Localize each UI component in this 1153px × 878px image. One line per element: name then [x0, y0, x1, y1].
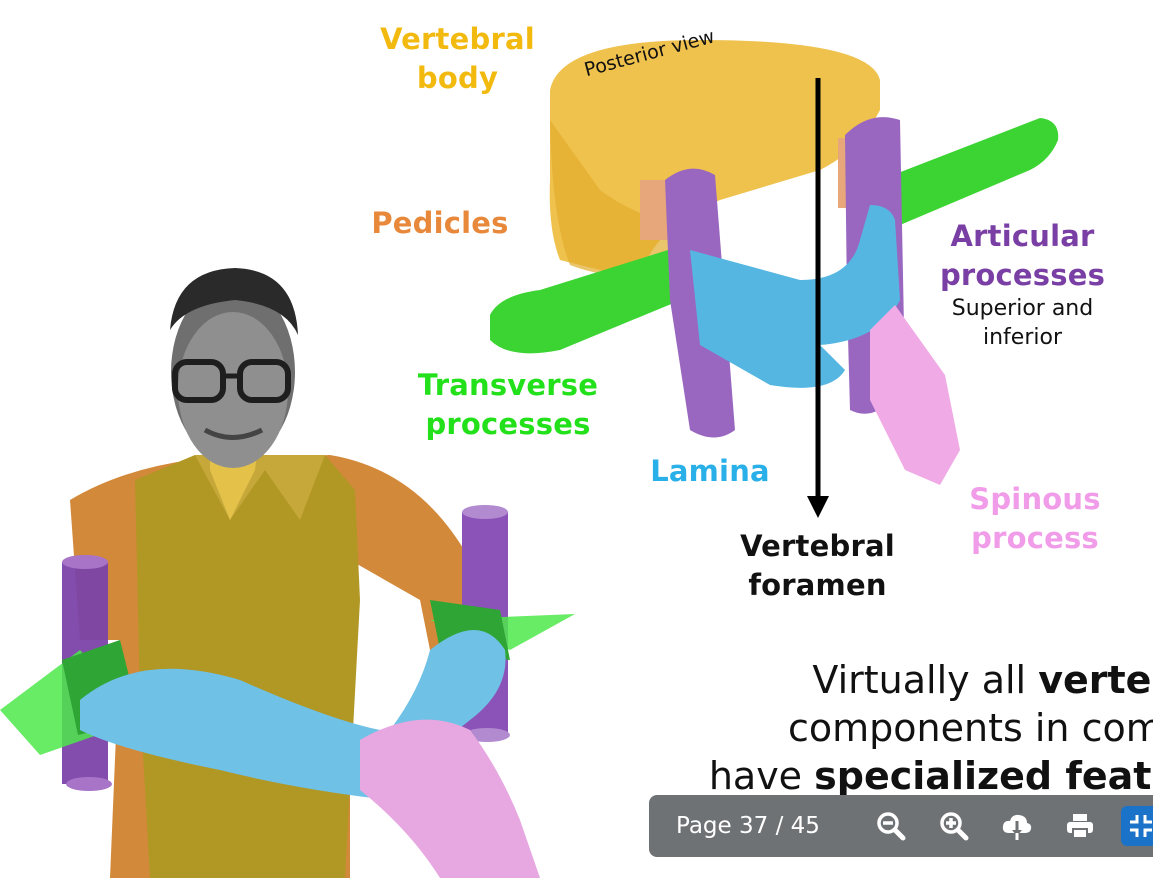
- download-button[interactable]: [997, 806, 1037, 846]
- pdf-viewer-toolbar: Page 37 / 45: [649, 795, 1153, 857]
- paragraph-line2: components in commo: [788, 706, 1153, 750]
- label-transverse-line1: Transverse: [417, 368, 599, 402]
- exit-fullscreen-icon: [1130, 815, 1152, 837]
- label-spinous-line2: process: [971, 521, 1099, 555]
- paragraph-line3: have specialized feature: [603, 752, 1153, 800]
- zoom-out-button[interactable]: [871, 806, 911, 846]
- label-vertebral-body: Vertebral body: [360, 20, 555, 98]
- paragraph-line1-text: Virtually all: [812, 658, 1039, 702]
- label-vertebral-body-line2: body: [416, 61, 499, 95]
- page-indicator: Page 37 / 45: [676, 813, 820, 839]
- paragraph-line3-bold: specialized feature: [814, 754, 1153, 798]
- label-transverse-processes: Transverse processes: [408, 366, 608, 444]
- label-lamina: Lamina: [650, 454, 770, 488]
- body-paragraph: Virtually all vertebra components in com…: [603, 656, 1153, 800]
- label-articular-line1: Articular: [950, 219, 1095, 253]
- label-pedicles: Pedicles: [371, 206, 509, 240]
- label-transverse-line2: processes: [425, 407, 591, 441]
- cloud-download-icon: [1002, 814, 1032, 840]
- person-figure: [0, 268, 575, 878]
- vertebra-diagram: [490, 40, 1059, 518]
- label-articular-processes: Articular processes: [930, 217, 1115, 295]
- paragraph-line1-bold: vertebra: [1038, 658, 1153, 702]
- printer-icon: [1067, 814, 1093, 839]
- zoom-in-icon: [940, 812, 969, 841]
- paragraph-line3-text: have: [708, 754, 815, 798]
- label-articular-sub-line1: Superior and: [951, 296, 1094, 321]
- label-spinous-process: Spinous process: [960, 480, 1110, 558]
- label-spinous-line1: Spinous: [969, 482, 1101, 516]
- exit-fullscreen-button[interactable]: [1121, 806, 1153, 846]
- zoom-out-icon: [877, 812, 906, 841]
- label-vertebral-body-line1: Vertebral: [380, 22, 535, 56]
- label-vertebral-foramen: Vertebral foramen: [725, 527, 910, 605]
- paragraph-line1: Virtually all vertebra: [603, 656, 1153, 704]
- label-articular-line2: processes: [939, 258, 1106, 292]
- print-button[interactable]: [1060, 806, 1100, 846]
- label-foramen-line2: foramen: [748, 568, 887, 602]
- label-articular-sub-line2: inferior: [983, 325, 1062, 350]
- label-foramen-line1: Vertebral: [740, 529, 895, 563]
- zoom-in-button[interactable]: [934, 806, 974, 846]
- label-articular-sub: Superior and inferior: [930, 294, 1115, 352]
